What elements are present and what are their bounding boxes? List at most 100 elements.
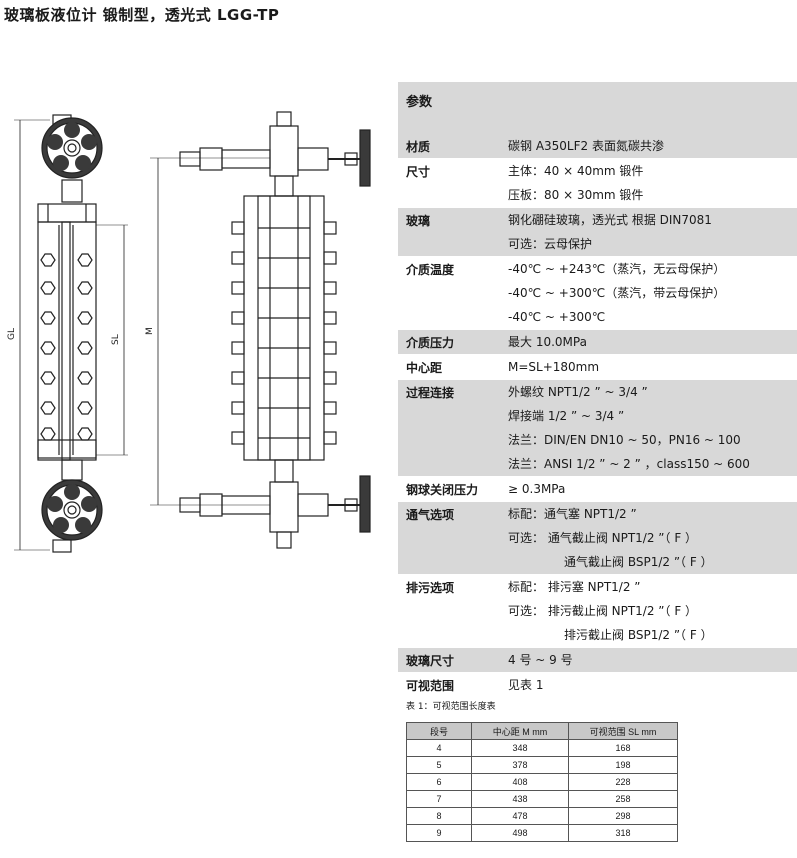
spec-values: 碳钢 A350LF2 表面氮碳共渗	[508, 134, 797, 158]
spec-row: 过程连接 外螺纹 NPT1/2 ” ~ 3/4 ” 焊接端 1/2 ” ~ 3/4 …	[398, 379, 797, 476]
spec-label: 过程连接	[406, 386, 455, 400]
dim-m-label: M	[145, 327, 155, 335]
table-cell: 318	[568, 824, 678, 842]
spec-value-text: 焊接端 1/2 ” ~ 3/4 ”	[508, 409, 625, 423]
spec-row: 介质温度-40℃ ~ +243℃（蒸汽，无云母保护）-40℃ ~ +300℃（蒸…	[398, 256, 797, 329]
col-header-center-distance: 中心距 M mm	[471, 722, 569, 740]
col-header-segment: 段号	[406, 722, 472, 740]
spec-value-line: 压板：80 × 30mm 锻件	[508, 183, 797, 207]
spec-value-line: 最大 10.0MPa	[508, 330, 797, 354]
table-cell: 8	[406, 807, 472, 825]
bottom-handwheel-icon	[41, 459, 103, 553]
spec-value-line: -40℃ ~ +300℃	[508, 305, 797, 329]
spec-value-text: 压板：80 × 30mm 锻件	[508, 188, 644, 202]
spec-value-line: 排污截止阀 BSP1/2 ”（ F ）	[508, 623, 797, 647]
spec-row: 玻璃 钢化硼硅玻璃，透光式 根据 DIN7081 可选：云母保护	[398, 207, 797, 256]
spec-value-text: 标配： 排污塞 NPT1/2 ”	[508, 580, 641, 594]
spec-value-text: -40℃ ~ +300℃	[508, 310, 606, 324]
spec-values: 钢化硼硅玻璃，透光式 根据 DIN7081 可选：云母保护	[508, 208, 797, 256]
spec-label: 通气选项	[406, 508, 455, 522]
spec-value-line: 可选： 通气截止阀 NPT1/2 ”（ F ）	[508, 526, 797, 550]
spec-row: 可视范围 见表 1	[398, 672, 797, 697]
spec-value-text: 4 号 ~ 9 号	[508, 653, 573, 667]
spec-value-line: 见表 1	[508, 673, 797, 697]
spec-label: 可视范围	[406, 679, 455, 693]
spec-label: 玻璃	[406, 214, 431, 228]
spec-row: 材质 碳钢 A350LF2 表面氮碳共渗	[398, 134, 797, 158]
spec-label: 介质压力	[406, 336, 455, 350]
spec-row: 尺寸 主体：40 × 40mm 锻件压板：80 × 30mm 锻件	[398, 158, 797, 207]
spec-value-text: 钢化硼硅玻璃，透光式 根据 DIN7081	[508, 213, 712, 227]
spec-label: 中心距	[406, 361, 443, 375]
table-cell: 9	[406, 824, 472, 842]
spec-value-text: M=SL+180mm	[508, 360, 600, 374]
spec-value-line: 标配：通气塞 NPT1/2 ”	[508, 502, 797, 526]
col-header-visible-range: 可视范围 SL mm	[568, 722, 678, 740]
spec-value-line: ≥ 0.3MPa	[508, 477, 797, 501]
table-cell: 408	[471, 773, 569, 791]
spec-label: 排污选项	[406, 581, 455, 595]
table-cell: 168	[568, 739, 678, 757]
spec-value-text: 可选： 通气截止阀 NPT1/2 ”（ F ）	[508, 531, 698, 545]
spec-value-line: 钢化硼硅玻璃，透光式 根据 DIN7081	[508, 208, 797, 232]
spec-value-text: 主体：40 × 40mm 锻件	[508, 164, 644, 178]
spec-row: 玻璃尺寸 4 号 ~ 9 号	[398, 647, 797, 672]
spec-value-line: 法兰：ANSI 1/2 ” ~ 2 ” ，class150 ~ 600	[508, 452, 797, 476]
table-header-row: 段号 中心距 M mm 可视范围 SL mm	[406, 722, 678, 740]
spec-rows: 材质 碳钢 A350LF2 表面氮碳共渗尺寸 主体：40 × 40mm 锻件压板：8…	[398, 134, 797, 697]
spec-table: 参数 材质 碳钢 A350LF2 表面氮碳共渗尺寸 主体：40 × 40mm 锻件压…	[398, 82, 797, 697]
spec-value-text: 最大 10.0MPa	[508, 335, 587, 349]
spec-value-text: 排污截止阀 BSP1/2 ”（ F ）	[564, 628, 713, 642]
spec-header: 参数	[398, 82, 797, 134]
spec-value-text: ≥ 0.3MPa	[508, 482, 566, 496]
spec-value-text: 外螺纹 NPT1/2 ” ~ 3/4 ”	[508, 385, 648, 399]
spec-row: 介质压力 最大 10.0MPa	[398, 329, 797, 354]
spec-value-text: 可选： 排污截止阀 NPT1/2 ”（ F ）	[508, 604, 698, 618]
page-title: 玻璃板液位计 锻制型，透光式 LGG-TP	[4, 6, 280, 24]
spec-values: M=SL+180mm	[508, 355, 797, 379]
spec-value-line: 法兰：DIN/EN DN10 ~ 50，PN16 ~ 100	[508, 428, 797, 452]
spec-value-line: 标配： 排污塞 NPT1/2 ”	[508, 575, 797, 599]
spec-row: 通气选项 标配：通气塞 NPT1/2 ” 可选： 通气截止阀 NPT1/2 ”（ F…	[398, 501, 797, 574]
spec-values: 主体：40 × 40mm 锻件压板：80 × 30mm 锻件	[508, 159, 797, 207]
spec-value-text: 可选：云母保护	[508, 237, 593, 251]
spec-label: 尺寸	[406, 165, 431, 179]
table-cell: 438	[471, 790, 569, 808]
table-caption: 表 1：可视范围长度表	[406, 702, 496, 712]
table-cell: 378	[471, 756, 569, 774]
spec-value-text: 见表 1	[508, 678, 544, 692]
spec-value-line: 碳钢 A350LF2 表面氮碳共渗	[508, 134, 797, 158]
spec-value-text: 法兰：ANSI 1/2 ” ~ 2 ” ，class150 ~ 600	[508, 457, 750, 471]
dim-gl-label: GL	[7, 328, 17, 340]
spec-value-text: 标配：通气塞 NPT1/2 ”	[508, 507, 637, 521]
spec-label: 介质温度	[406, 263, 455, 277]
spec-values: 4 号 ~ 9 号	[508, 648, 797, 672]
table-cell: 348	[471, 739, 569, 757]
spec-values: 最大 10.0MPa	[508, 330, 797, 354]
spec-values: 标配：通气塞 NPT1/2 ” 可选： 通气截止阀 NPT1/2 ”（ F ） 通气…	[508, 502, 797, 574]
table-cell: 4	[406, 739, 472, 757]
spec-label: 玻璃尺寸	[406, 654, 455, 668]
spec-label: 材质	[406, 140, 431, 154]
table-cell: 7	[406, 790, 472, 808]
dim-sl-label: SL	[111, 334, 121, 345]
spec-label: 钢球关闭压力	[406, 483, 479, 497]
spec-value-text: 通气截止阀 BSP1/2 ”（ F ）	[564, 555, 713, 569]
table-cell: 258	[568, 790, 678, 808]
spec-value-line: 可选：云母保护	[508, 232, 797, 256]
spec-value-line: -40℃ ~ +300℃（蒸汽，带云母保护）	[508, 281, 797, 305]
spec-value-line: 通气截止阀 BSP1/2 ”（ F ）	[508, 550, 797, 574]
spec-values: 标配： 排污塞 NPT1/2 ” 可选： 排污截止阀 NPT1/2 ”（ F ） 排…	[508, 575, 797, 647]
table-cell: 478	[471, 807, 569, 825]
table-cell: 6	[406, 773, 472, 791]
gauge-drawing: GL SL M	[7, 111, 371, 553]
table-cell: 198	[568, 756, 678, 774]
table-cell: 298	[568, 807, 678, 825]
